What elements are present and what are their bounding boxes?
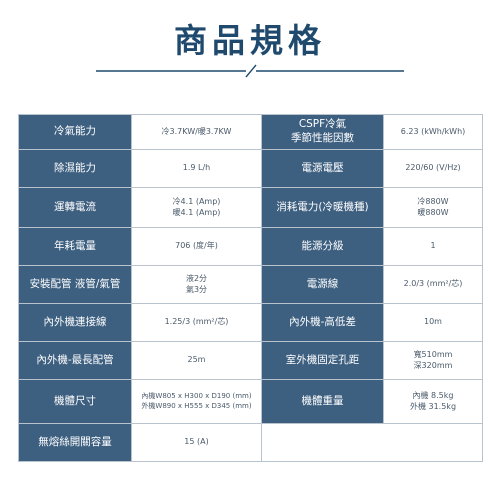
spec-row: 運轉電流 冷4.1 (Amp)暖4.1 (Amp) 消耗電力(冷暖機種) 冷88… — [18, 187, 483, 228]
spec-row: 機體尺寸 內機W805 x H300 x D190 (mm)外機W890 x H… — [18, 379, 483, 424]
spec-label: 安裝配管 液管/氣管 — [18, 265, 132, 304]
spec-value: 1.9 L/h — [131, 149, 262, 188]
spec-label: 內外機-高低差 — [261, 303, 384, 342]
spec-label: 冷氣能力 — [18, 114, 132, 150]
spec-label: 內外機-最長配管 — [18, 341, 132, 380]
spec-value: 冷4.1 (Amp)暖4.1 (Amp) — [131, 187, 262, 228]
spec-label: 年耗電量 — [18, 227, 132, 266]
spec-value: 1 — [383, 227, 483, 266]
spec-row: 冷氣能力 冷3.7KW/暖3.7KW CSPF冷氣季節性能因數 6.23 (kW… — [18, 114, 483, 150]
spec-label: 無熔絲開關容量 — [18, 423, 132, 462]
spec-value: 15 (A) — [131, 423, 262, 462]
spec-value: 內機W805 x H300 x D190 (mm)外機W890 x H555 x… — [131, 379, 262, 424]
spec-label: 電源線 — [261, 265, 384, 304]
spec-label: 能源分級 — [261, 227, 384, 266]
spec-value: 10m — [383, 303, 483, 342]
spec-value: 220/60 (V/Hz) — [383, 149, 483, 188]
empty-cell — [261, 423, 483, 462]
title-divider — [96, 64, 404, 78]
spec-value: 6.23 (kWh/kWh) — [383, 114, 483, 150]
spec-value: 冷3.7KW/暖3.7KW — [131, 114, 262, 150]
spec-label: 運轉電流 — [18, 187, 132, 228]
spec-value: 706 (度/年) — [131, 227, 262, 266]
spec-label: 電源電壓 — [261, 149, 384, 188]
spec-row: 無熔絲開關容量 15 (A) — [18, 423, 483, 462]
spec-row: 年耗電量 706 (度/年) 能源分級 1 — [18, 227, 483, 266]
spec-value: 1.25/3 (mm²/芯) — [131, 303, 262, 342]
spec-label: 除濕能力 — [18, 149, 132, 188]
spec-row: 內外機連接線 1.25/3 (mm²/芯) 內外機-高低差 10m — [18, 303, 483, 342]
spec-value: 25m — [131, 341, 262, 380]
spec-label: 機體重量 — [261, 379, 384, 424]
spec-row: 除濕能力 1.9 L/h 電源電壓 220/60 (V/Hz) — [18, 149, 483, 188]
spec-label: 內外機連接線 — [18, 303, 132, 342]
spec-label: 室外機固定孔距 — [261, 341, 384, 380]
spec-value: 2.0/3 (mm²/芯) — [383, 265, 483, 304]
spec-value: 液2分氣3分 — [131, 265, 262, 304]
spec-label: CSPF冷氣季節性能因數 — [261, 114, 384, 150]
page-title: 商品規格 — [174, 21, 326, 60]
spec-label: 消耗電力(冷暖機種) — [261, 187, 384, 228]
spec-table: 冷氣能力 冷3.7KW/暖3.7KW CSPF冷氣季節性能因數 6.23 (kW… — [18, 114, 483, 462]
spec-label: 機體尺寸 — [18, 379, 132, 424]
spec-row: 安裝配管 液管/氣管 液2分氣3分 電源線 2.0/3 (mm²/芯) — [18, 265, 483, 304]
